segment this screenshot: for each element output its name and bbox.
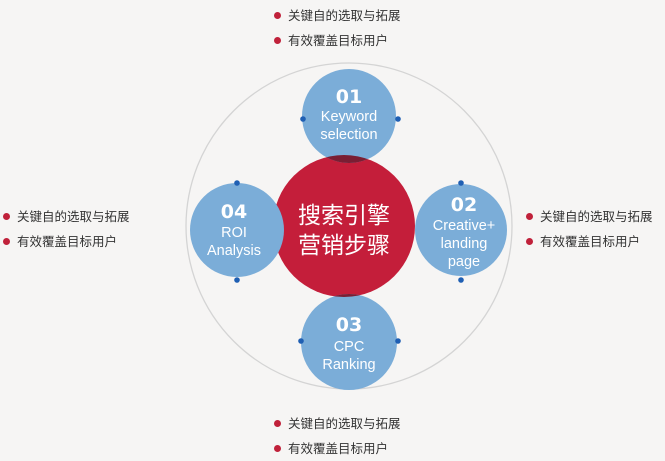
- bullet-text: 关键自的选取与拓展: [288, 8, 401, 23]
- step-circle-01: [302, 69, 396, 163]
- list-item: 有效覆盖目标用户: [274, 436, 401, 461]
- step-circle-04: [190, 183, 284, 277]
- step-label-04-line1: ROI: [221, 225, 247, 241]
- blue-dot-icon: [458, 277, 464, 283]
- bullet-text: 关键自的选取与拓展: [540, 209, 653, 224]
- step-label-03-line2: Ranking: [322, 357, 375, 373]
- list-item: 关键自的选取与拓展: [274, 411, 401, 436]
- list-item: 关键自的选取与拓展: [526, 204, 653, 229]
- center-title-line2: 营销步骤: [298, 233, 390, 259]
- step-number-02: 02: [451, 194, 477, 216]
- blue-dot-icon: [234, 277, 240, 283]
- red-dot-icon: [274, 420, 281, 427]
- blue-dot-icon: [395, 338, 401, 344]
- step-label-02-line2: landing: [441, 236, 488, 252]
- bullet-list-bottom: 关键自的选取与拓展 有效覆盖目标用户: [274, 411, 401, 461]
- step-label-02-line1: Creative+: [433, 218, 495, 234]
- bullet-list-right: 关键自的选取与拓展 有效覆盖目标用户: [526, 204, 653, 254]
- step-circle-03: [301, 294, 397, 390]
- bullet-text: 有效覆盖目标用户: [540, 234, 641, 249]
- red-dot-icon: [526, 238, 533, 245]
- red-dot-icon: [274, 37, 281, 44]
- blue-dot-icon: [298, 338, 304, 344]
- bullet-text: 有效覆盖目标用户: [288, 33, 389, 48]
- blue-dot-icon: [458, 180, 464, 186]
- bullet-text: 有效覆盖目标用户: [288, 441, 389, 456]
- red-dot-icon: [526, 213, 533, 220]
- red-dot-icon: [274, 445, 281, 452]
- blue-dot-icon: [234, 180, 240, 186]
- step-label-03-line1: CPC: [334, 339, 365, 355]
- blue-dot-icon: [395, 116, 401, 122]
- step-number-03: 03: [336, 314, 362, 336]
- step-label-01-line1: Keyword: [321, 109, 377, 125]
- red-dot-icon: [3, 213, 10, 220]
- step-label-04-line2: Analysis: [207, 243, 261, 259]
- list-item: 有效覆盖目标用户: [274, 28, 401, 53]
- red-dot-icon: [3, 238, 10, 245]
- bullet-list-left: 关键自的选取与拓展 有效覆盖目标用户: [3, 204, 130, 254]
- step-number-04: 04: [221, 201, 247, 223]
- list-item: 关键自的选取与拓展: [3, 204, 130, 229]
- center-title-line1: 搜索引擎: [298, 203, 390, 229]
- red-dot-icon: [274, 12, 281, 19]
- center-circle: [273, 155, 415, 297]
- list-item: 有效覆盖目标用户: [526, 229, 653, 254]
- bullet-list-top: 关键自的选取与拓展 有效覆盖目标用户: [274, 3, 401, 53]
- step-label-02-line3: page: [448, 254, 480, 270]
- step-number-01: 01: [336, 86, 362, 108]
- blue-dot-icon: [300, 116, 306, 122]
- bullet-text: 关键自的选取与拓展: [288, 416, 401, 431]
- step-label-01-line2: selection: [320, 127, 377, 143]
- bullet-text: 有效覆盖目标用户: [17, 234, 118, 249]
- bullet-text: 关键自的选取与拓展: [17, 209, 130, 224]
- list-item: 关键自的选取与拓展: [274, 3, 401, 28]
- step-circle-02: [415, 184, 507, 276]
- list-item: 有效覆盖目标用户: [3, 229, 130, 254]
